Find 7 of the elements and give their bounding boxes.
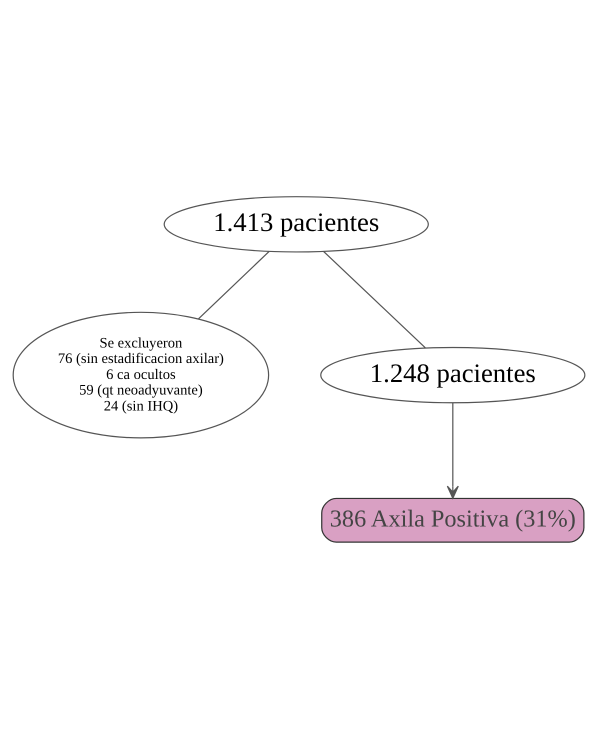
node-box: 386 Axila Positiva (31%) xyxy=(321,497,584,542)
connector xyxy=(323,250,426,348)
node-ellipse: 1.413 pacientes xyxy=(164,196,429,252)
node-ellipse: Se excluyeron 76 (sin estadificacion axilar) 6 ca ocultos 59 (qt neoadyuvante) 24 (sin IHQ) xyxy=(12,311,270,438)
node-ellipse: 1.248 pacientes xyxy=(320,346,586,403)
arrow xyxy=(446,402,459,498)
connector xyxy=(198,250,270,319)
